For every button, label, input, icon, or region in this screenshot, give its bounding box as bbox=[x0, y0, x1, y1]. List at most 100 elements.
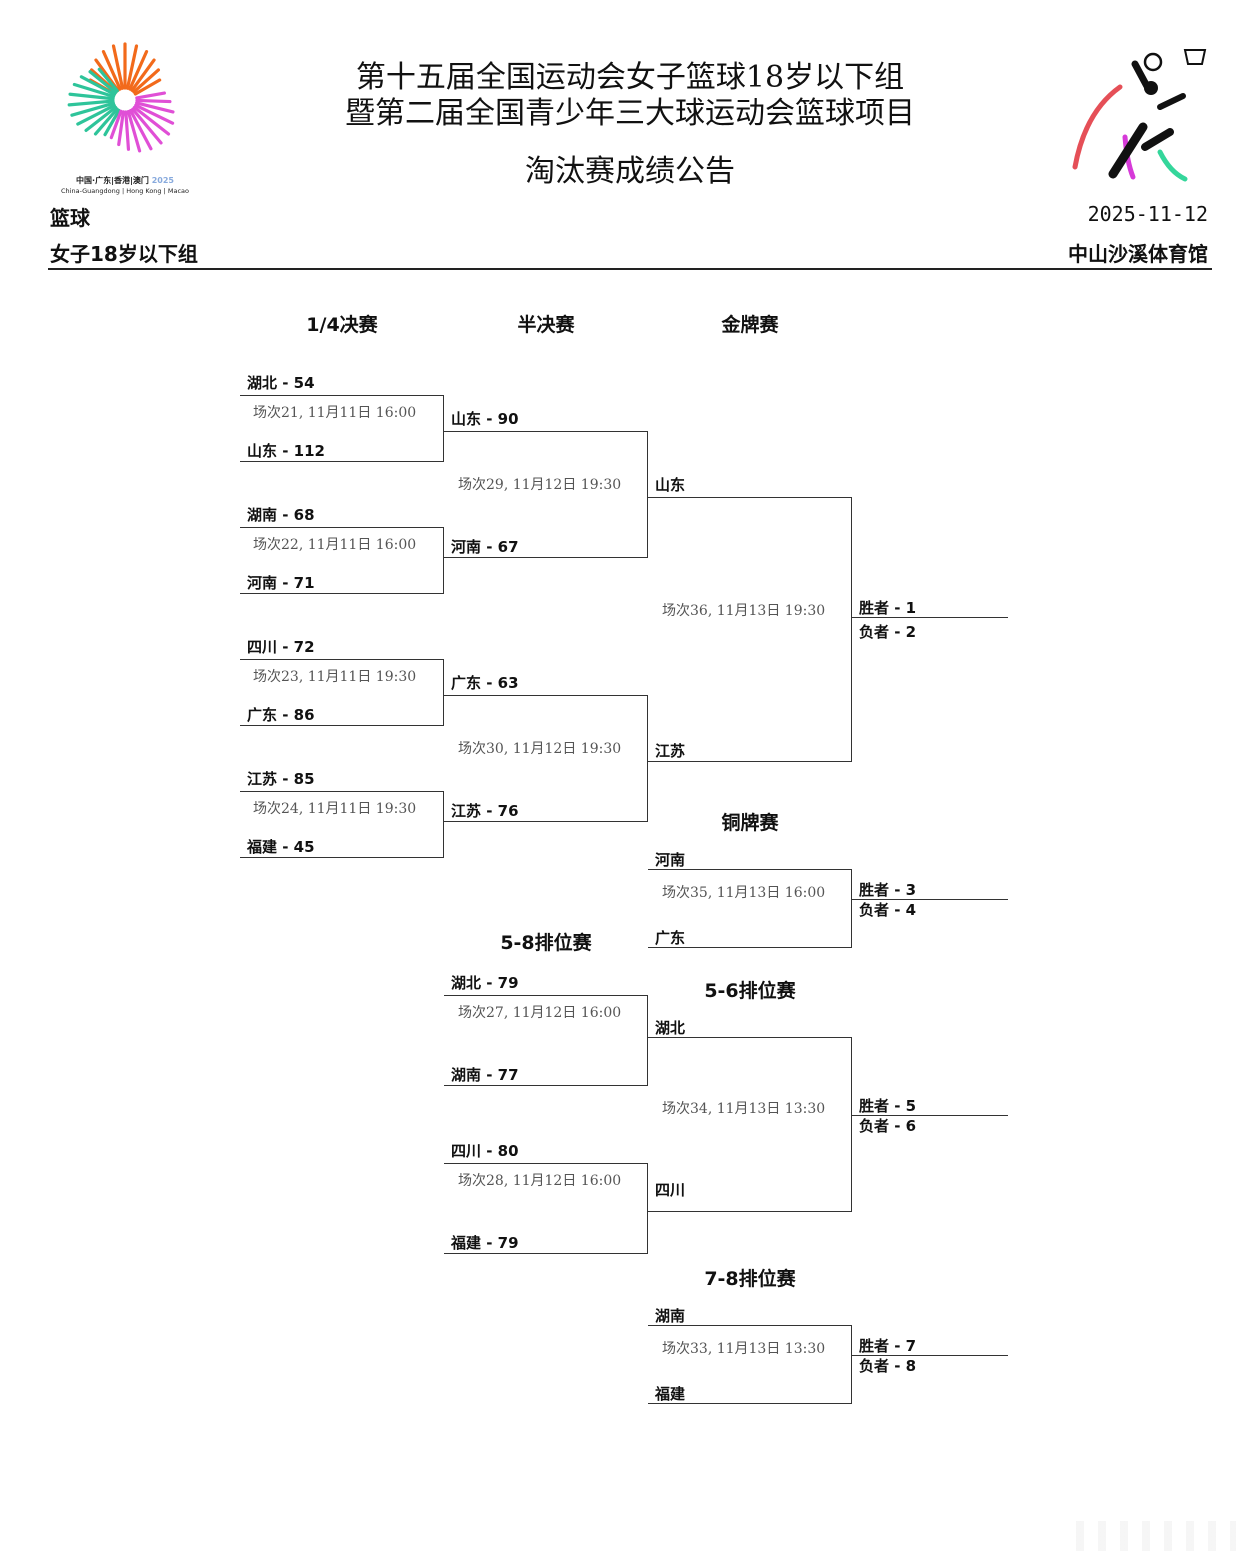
team-bottom: 江苏 - 76 bbox=[451, 802, 519, 820]
page-subtitle: 淘汰赛成绩公告 bbox=[525, 154, 735, 189]
match-info: 场次22, 11月11日 16:00 bbox=[253, 537, 417, 553]
team-top: 湖北 - 54 bbox=[247, 374, 315, 392]
bracket-connector bbox=[851, 497, 852, 761]
winner-label: 胜者 - 3 bbox=[859, 881, 917, 899]
match-info: 场次30, 11月12日 19:30 bbox=[458, 741, 622, 757]
bracket-line bbox=[240, 725, 444, 726]
column-quarterfinal: 1/4决赛 bbox=[306, 314, 378, 336]
loser-label: 负者 - 4 bbox=[859, 901, 917, 919]
team-bottom: 江苏 bbox=[655, 742, 686, 760]
bracket-connector bbox=[443, 395, 444, 461]
team-bottom: 山东 - 112 bbox=[247, 442, 325, 460]
venue-label: 中山沙溪体育馆 bbox=[1068, 242, 1208, 266]
team-bottom: 福建 - 79 bbox=[451, 1234, 519, 1252]
team-top: 湖北 bbox=[655, 1019, 686, 1037]
logo-ray bbox=[132, 105, 171, 136]
match-info: 场次35, 11月13日 16:00 bbox=[662, 885, 826, 901]
column-classification-7-8: 7-8排位赛 bbox=[704, 1268, 796, 1290]
basketball-player-icon bbox=[1072, 49, 1207, 182]
bracket-line bbox=[240, 791, 444, 792]
match-info: 场次33, 11月13日 13:30 bbox=[662, 1341, 826, 1357]
bracket-connector bbox=[443, 659, 444, 725]
logo-ray bbox=[124, 110, 131, 151]
bracket-connector bbox=[443, 527, 444, 593]
loser-label: 负者 - 8 bbox=[859, 1357, 917, 1375]
logo-ray bbox=[117, 110, 125, 147]
logo-ray bbox=[97, 67, 119, 93]
sport-label: 篮球 bbox=[50, 206, 90, 230]
logo-ray bbox=[133, 78, 162, 96]
team-bottom: 广东 - 86 bbox=[247, 706, 315, 724]
bracket-line bbox=[648, 1211, 852, 1212]
logo-ray bbox=[125, 44, 139, 90]
winner-label: 胜者 - 5 bbox=[859, 1097, 917, 1115]
team-top: 四川 - 72 bbox=[247, 638, 315, 656]
bracket-connector bbox=[647, 995, 648, 1085]
team-top: 山东 - 90 bbox=[451, 410, 519, 428]
winner-label: 胜者 - 7 bbox=[859, 1337, 917, 1355]
team-bottom: 湖南 - 77 bbox=[451, 1066, 519, 1084]
logo-ray bbox=[68, 92, 115, 101]
bracket-line bbox=[240, 593, 444, 594]
bracket-line bbox=[444, 1085, 648, 1086]
bracket-connector bbox=[647, 431, 648, 557]
team-bottom: 广东 bbox=[655, 929, 686, 947]
result-line bbox=[852, 617, 1008, 618]
bracket-line bbox=[648, 1325, 852, 1326]
match-info: 场次27, 11月12日 16:00 bbox=[458, 1005, 622, 1021]
logo-ray bbox=[126, 109, 142, 153]
team-bottom: 河南 - 67 bbox=[451, 538, 519, 556]
bracket-line bbox=[240, 461, 444, 462]
bracket-line bbox=[648, 947, 852, 948]
logo-ray bbox=[135, 98, 172, 104]
logo-ray bbox=[128, 50, 149, 91]
logo-ray bbox=[101, 50, 122, 91]
logo-ray bbox=[103, 108, 121, 137]
games-logo: 中国·广东|香港|澳门 2025 China-Guangdong | Hong … bbox=[55, 38, 195, 195]
date-label: 2025-11-12 bbox=[1087, 202, 1208, 226]
team-bottom: 四川 bbox=[655, 1181, 686, 1199]
bracket-line bbox=[444, 821, 648, 822]
bracket-connector bbox=[851, 869, 852, 947]
title-line-2: 暨第二届全国青少年三大球运动会篮球项目 bbox=[345, 96, 915, 131]
bracket-connector bbox=[647, 1163, 648, 1253]
winner-label: 胜者 - 1 bbox=[859, 599, 917, 617]
bracket-line bbox=[444, 431, 648, 432]
logo-ray bbox=[134, 103, 175, 125]
team-top: 四川 - 80 bbox=[451, 1142, 519, 1160]
basketball-emblem bbox=[1065, 42, 1215, 192]
column-semifinal: 半决赛 bbox=[517, 314, 575, 336]
result-line bbox=[852, 899, 1008, 900]
logo-ray bbox=[76, 103, 116, 126]
bracket-line bbox=[444, 1163, 648, 1164]
bracket-line bbox=[444, 695, 648, 696]
match-info: 场次29, 11月12日 19:30 bbox=[458, 477, 622, 493]
bracket-line bbox=[240, 395, 444, 396]
logo-ray bbox=[130, 58, 156, 92]
watermark bbox=[1076, 1521, 1236, 1551]
team-top: 湖南 - 68 bbox=[247, 506, 315, 524]
loser-label: 负者 - 2 bbox=[859, 623, 917, 641]
match-info: 场次36, 11月13日 19:30 bbox=[662, 603, 826, 619]
logo-ray bbox=[79, 75, 117, 96]
logo-ray bbox=[132, 68, 161, 94]
bracket-line bbox=[240, 527, 444, 528]
logo-ray bbox=[93, 107, 119, 136]
loser-label: 负者 - 6 bbox=[859, 1117, 917, 1135]
logo-ray bbox=[109, 109, 123, 140]
bracket-connector bbox=[851, 1325, 852, 1403]
bracket-line bbox=[648, 1403, 852, 1404]
team-top: 湖南 bbox=[655, 1307, 686, 1325]
bracket-connector bbox=[851, 1037, 852, 1211]
team-top: 湖北 - 79 bbox=[451, 974, 519, 992]
logo-ray bbox=[129, 108, 153, 151]
logo-ray bbox=[72, 82, 116, 99]
match-info: 场次21, 11月11日 16:00 bbox=[253, 405, 417, 421]
bracket-line bbox=[444, 1253, 648, 1254]
games-logo-text: 中国·广东|香港|澳门 2025 China-Guangdong | Hong … bbox=[61, 176, 189, 195]
logo-ray bbox=[67, 99, 115, 107]
team-top: 广东 - 63 bbox=[451, 674, 519, 692]
sunburst-logo-icon bbox=[67, 42, 175, 153]
logo-ray bbox=[135, 91, 166, 100]
match-info: 场次23, 11月11日 19:30 bbox=[253, 669, 417, 685]
